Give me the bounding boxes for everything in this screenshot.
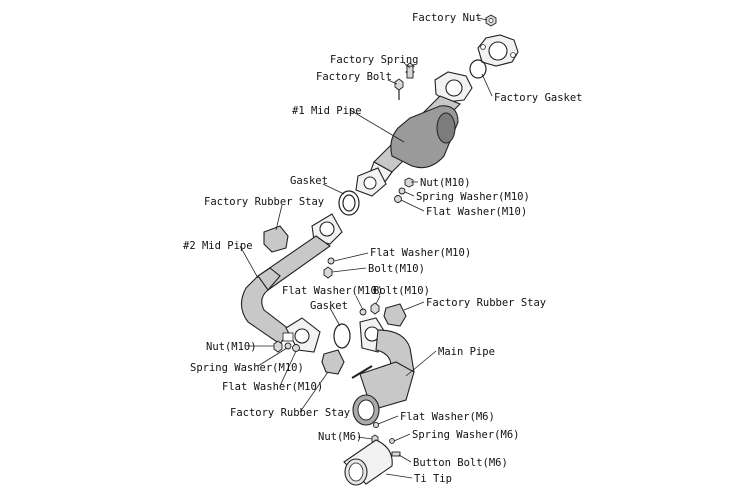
label-factory-rubber-stay-b: Factory Rubber Stay <box>426 297 546 309</box>
label-flat-washer-m10-a: Flat Washer(M10) <box>426 206 527 218</box>
label-mid-pipe-1: #1 Mid Pipe <box>292 105 362 117</box>
label-flat-washer-m10-c: Flat Washer(M10) <box>282 285 383 297</box>
leader-lines <box>239 17 493 479</box>
label-factory-gasket: Factory Gasket <box>494 92 583 104</box>
mid-pipe-1-part <box>355 71 473 197</box>
gasket-2-part <box>333 323 351 349</box>
label-flat-washer-m10-b: Flat Washer(M10) <box>370 247 471 259</box>
label-spring-washer-m6: Spring Washer(M6) <box>412 429 519 441</box>
label-factory-spring: Factory Spring <box>330 54 419 66</box>
label-spring-washer-m10-a: Spring Washer(M10) <box>416 191 530 203</box>
label-bolt-m10-a: Bolt(M10) <box>368 263 425 275</box>
labels: Factory Nut Factory Spring Factory Bolt … <box>183 12 583 485</box>
hardware-m10-set-b <box>323 257 335 279</box>
factory-gasket-part <box>469 59 487 79</box>
main-pipe-part <box>351 317 415 426</box>
gasket-1-inner <box>342 194 356 212</box>
label-nut-m10-a: Nut(M10) <box>420 177 471 189</box>
label-flat-washer-m6: Flat Washer(M6) <box>400 411 495 423</box>
label-button-bolt-m6: Button Bolt(M6) <box>413 457 508 469</box>
hardware-m10-set-c <box>359 302 380 316</box>
factory-rubber-stay-a-part <box>263 225 289 253</box>
label-nut-m10-b: Nut(M10) <box>206 341 257 353</box>
label-factory-bolt: Factory Bolt <box>316 71 392 83</box>
factory-spring-bolt-part <box>394 62 415 100</box>
label-factory-nut: Factory Nut <box>412 12 482 24</box>
label-gasket-1: Gasket <box>290 175 328 187</box>
hardware-m10-set-a <box>394 177 414 203</box>
ti-tip-part <box>343 439 393 486</box>
label-nut-m6: Nut(M6) <box>318 431 362 443</box>
factory-rubber-stay-c-part <box>321 349 345 375</box>
mid-pipe-2-part <box>240 213 343 353</box>
label-spring-washer-m10-b: Spring Washer(M10) <box>190 362 304 374</box>
label-ti-tip: Ti Tip <box>414 473 452 485</box>
factory-flange-part <box>477 34 519 67</box>
factory-rubber-stay-b-part <box>383 303 407 327</box>
label-main-pipe: Main Pipe <box>438 346 495 358</box>
label-factory-rubber-stay-a: Factory Rubber Stay <box>204 196 324 208</box>
factory-nut-top-part <box>485 14 497 27</box>
hardware-m10-set-d <box>273 340 300 353</box>
label-gasket-2: Gasket <box>310 300 348 312</box>
label-bolt-m10-b: Bolt(M10) <box>373 285 430 297</box>
label-flat-washer-m10-d: Flat Washer(M10) <box>222 381 323 393</box>
label-mid-pipe-2: #2 Mid Pipe <box>183 240 253 252</box>
gasket-1-part <box>338 190 360 216</box>
label-factory-rubber-stay-c: Factory Rubber Stay <box>230 407 350 419</box>
